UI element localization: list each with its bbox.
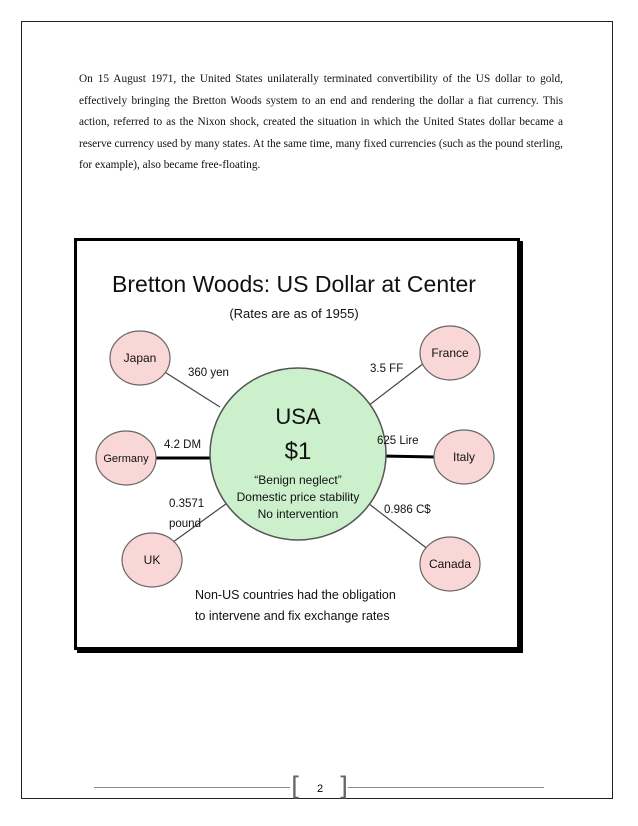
footer-bracket-left: [ [291, 772, 302, 802]
page-number: 2 [316, 783, 324, 795]
note-line1: Non-US countries had the obligation [195, 588, 396, 602]
canada-circle [419, 536, 481, 592]
usa-policy-line1: “Benign neglect” [254, 473, 341, 487]
usa-policy-line2: Domestic price stability [237, 490, 360, 504]
figure-subtitle: (Rates are as of 1955) [229, 306, 358, 321]
usa-policy-line3: No intervention [258, 507, 339, 521]
usa-value: $1 [285, 438, 312, 465]
connector-france [367, 359, 429, 407]
uk-rate-line1: 0.3571 [169, 498, 204, 510]
uk-circle [121, 532, 183, 588]
uk-label: UK [144, 553, 161, 567]
france-rate: 3.5 FF [370, 363, 403, 375]
footer-bracket-right: ] [338, 772, 349, 802]
usa-label: USA [275, 404, 321, 429]
japan-rate: 360 yen [188, 367, 229, 379]
italy-label: Italy [453, 450, 475, 464]
body-paragraph: On 15 August 1971, the United States uni… [79, 73, 563, 171]
bretton-woods-diagram: Bretton Woods: US Dollar at Center (Rate… [95, 271, 495, 623]
japan-label: Japan [124, 351, 157, 365]
usa-circle [209, 367, 387, 541]
italy-circle [433, 429, 495, 485]
page-border [21, 21, 613, 799]
footer-rule-right [348, 787, 544, 788]
uk-rate-line2: pound [169, 518, 201, 530]
germany-label: Germany [103, 453, 149, 465]
connector-italy [379, 454, 437, 459]
canada-rate: 0.986 C$ [384, 504, 431, 516]
connector-canada [363, 499, 430, 551]
figure-title: Bretton Woods: US Dollar at Center [112, 271, 476, 297]
france-label: France [431, 346, 469, 360]
germany-circle [95, 430, 157, 486]
japan-circle [109, 330, 171, 386]
bretton-woods-figure: Bretton Woods: US Dollar at Center (Rate… [74, 238, 520, 650]
germany-rate: 4.2 DM [164, 439, 201, 451]
footer-rule-left [94, 787, 290, 788]
france-circle [419, 325, 481, 381]
italy-rate: 625 Lire [377, 435, 419, 447]
note-line2: to intervene and fix exchange rates [195, 609, 390, 623]
canada-label: Canada [429, 557, 471, 571]
